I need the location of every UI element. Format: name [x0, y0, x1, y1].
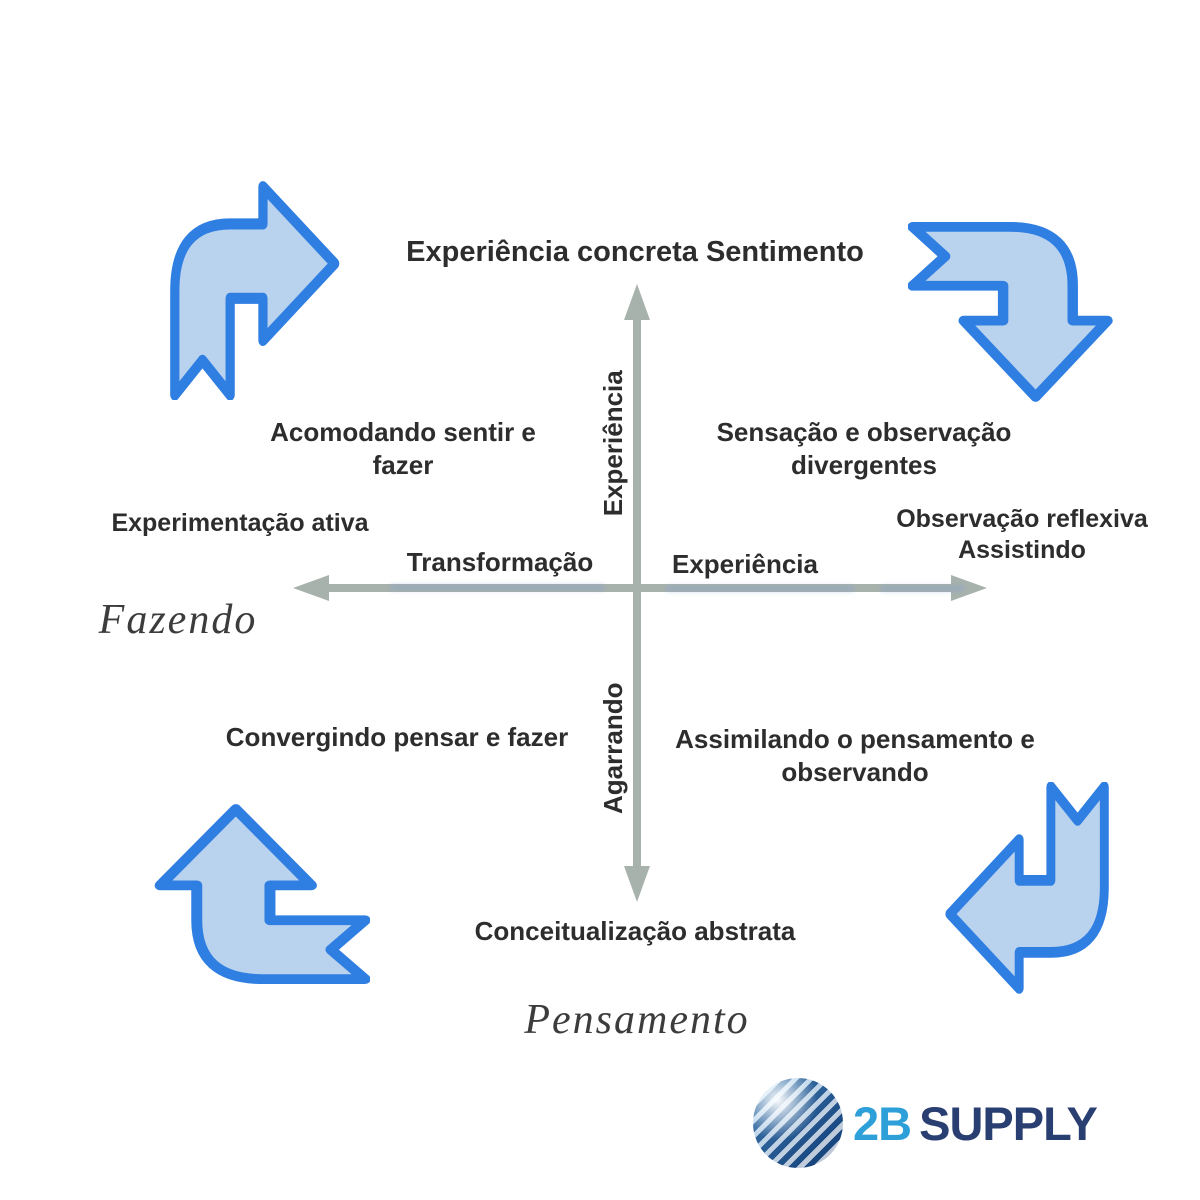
watermark-artifact — [390, 584, 605, 591]
cycle-arrow-bottom-left-icon — [154, 804, 370, 985]
brand-2b: 2B — [853, 1096, 912, 1150]
globe-icon — [753, 1078, 843, 1168]
pole-sublabel-fazendo: Fazendo — [98, 597, 258, 643]
pole-label-right-line1: Observação reflexiva — [896, 505, 1148, 533]
quadrant-label-bottom-right: Assimilando o pensamento e observando — [675, 724, 1035, 787]
cycle-arrow-top-left-icon — [170, 181, 340, 400]
axis-label-experiencia-vertical: Experiência — [597, 370, 628, 517]
quadrant-label-top-right: Sensação e observação divergentes — [716, 417, 1012, 480]
cycle-arrow-top-right-icon — [908, 221, 1113, 402]
watermark-artifact — [880, 585, 965, 592]
axis-label-experiencia-horizontal: Experiência — [672, 549, 818, 579]
pole-label-right-line2: Assistindo — [958, 536, 1086, 565]
pole-label-left: Experimentação ativa — [111, 509, 369, 537]
cycle-arrow-bottom-right-icon — [945, 782, 1109, 994]
diagram-title: Experiência concreta Sentimento — [406, 236, 864, 268]
axis-label-transformacao: Transformação — [406, 547, 594, 577]
pole-sublabel-pensamento: Pensamento — [524, 997, 750, 1043]
brand-supply: SUPPLY — [919, 1096, 1098, 1150]
quadrant-label-bottom-left: Convergindo pensar e fazer — [225, 722, 569, 752]
pole-label-right: Observação reflexiva Assistindo — [872, 504, 1172, 567]
pole-label-bottom: Conceitualização abstrata — [474, 916, 796, 946]
quadrant-label-top-left: Acomodando sentir e fazer — [270, 417, 536, 480]
axis-label-agarrando: Agarrando — [597, 682, 628, 814]
watermark-artifact — [665, 585, 855, 592]
